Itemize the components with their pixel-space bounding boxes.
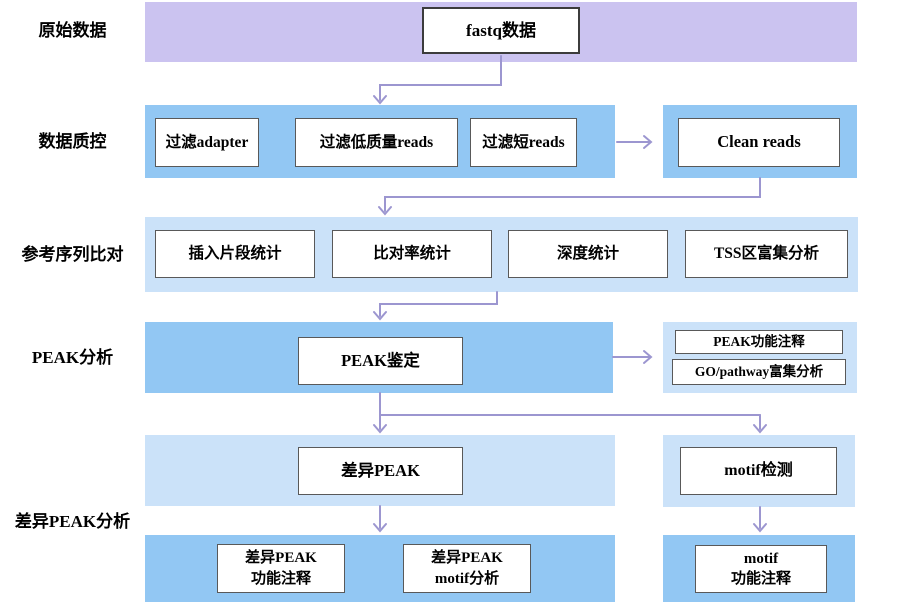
- row-label-alignment: 参考序列比对: [21, 245, 124, 264]
- node-depth-stats: 深度统计: [508, 230, 668, 278]
- arrowhead-right-icon: [643, 135, 653, 149]
- node-peak-annotation: PEAK功能注释: [675, 330, 843, 354]
- arrowhead-down-icon: [378, 206, 392, 216]
- arrowhead-down-icon: [753, 424, 767, 434]
- arrow-peak-branch: [379, 392, 761, 416]
- node-insert-fragment-stats: 插入片段统计: [155, 230, 315, 278]
- arrow-alignment-to-peak: [379, 291, 498, 317]
- node-mapping-rate-stats: 比对率统计: [332, 230, 492, 278]
- node-diff-peak-annotation: 差异PEAK 功能注释: [217, 544, 345, 593]
- arrowhead-down-icon: [373, 424, 387, 434]
- arrowhead-right-icon: [643, 350, 653, 364]
- node-filter-low-quality-reads: 过滤低质量reads: [295, 118, 458, 167]
- arrowhead-down-icon: [373, 95, 387, 105]
- node-diff-peak-motif-analysis: 差异PEAK motif分析: [403, 544, 531, 593]
- node-motif-detection: motif检测: [680, 447, 837, 495]
- node-diff-peak: 差异PEAK: [298, 447, 463, 495]
- row-label-peak: PEAK分析: [31, 348, 114, 367]
- node-clean-reads: Clean reads: [678, 118, 840, 167]
- row-label-raw-data: 原始数据: [38, 21, 107, 40]
- node-tss-enrichment: TSS区富集分析: [685, 230, 848, 278]
- band-diff-peak-results: [145, 535, 615, 602]
- row-label-diff-peak: 差异PEAK分析: [14, 512, 131, 531]
- node-fastq-data: fastq数据: [422, 7, 580, 54]
- arrow-clean-reads-to-alignment: [384, 177, 761, 212]
- row-label-qc: 数据质控: [38, 132, 107, 151]
- node-go-pathway-enrichment: GO/pathway富集分析: [672, 359, 846, 385]
- arrow-fastq-to-qc: [379, 55, 502, 101]
- node-peak-calling: PEAK鉴定: [298, 337, 463, 385]
- arrowhead-down-icon: [373, 523, 387, 533]
- node-filter-adapter: 过滤adapter: [155, 118, 259, 167]
- node-filter-short-reads: 过滤短reads: [470, 118, 577, 167]
- arrowhead-down-icon: [753, 523, 767, 533]
- arrowhead-down-icon: [373, 311, 387, 321]
- node-motif-annotation: motif 功能注释: [695, 545, 827, 593]
